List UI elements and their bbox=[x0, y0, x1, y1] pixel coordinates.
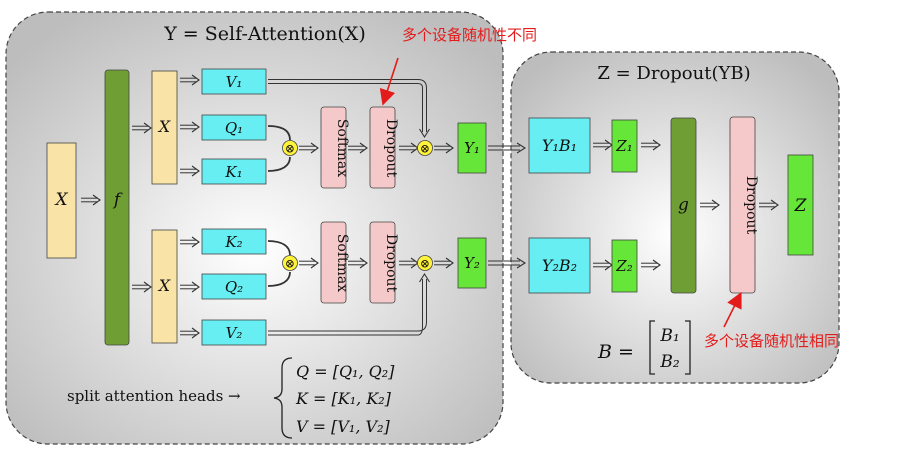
head1-dropout-label: Dropout bbox=[383, 119, 399, 178]
k2-label: K₂ bbox=[224, 233, 242, 251]
v-equation: V = [V₁, V₂] bbox=[296, 417, 390, 436]
f-label: f bbox=[112, 190, 123, 210]
q-equation: Q = [Q₁, Q₂] bbox=[296, 362, 395, 381]
z2-label: Z₂ bbox=[615, 257, 632, 275]
head2-x-box bbox=[151, 229, 178, 344]
head1-dropout-box bbox=[369, 106, 396, 189]
b2-entry: B₂ bbox=[659, 352, 679, 372]
attention-block-title: Y = Self-Attention(X) bbox=[163, 23, 366, 45]
multiply-symbol: ⊗ bbox=[420, 257, 430, 271]
q2-box bbox=[201, 273, 267, 300]
b1-entry: B₁ bbox=[659, 326, 679, 346]
final-dropout-box bbox=[729, 116, 756, 294]
y2-box bbox=[457, 237, 487, 289]
z-output-label: Z bbox=[794, 196, 808, 216]
q2-label: Q₂ bbox=[225, 278, 243, 296]
y1b1-box bbox=[528, 117, 591, 174]
annotation-different-randomness: 多个设备随机性不同 bbox=[402, 26, 537, 44]
input-x-box bbox=[46, 142, 77, 259]
multiply-node-head2-v bbox=[417, 255, 433, 271]
equations-brace bbox=[273, 357, 293, 439]
head2-x-label: X bbox=[157, 276, 171, 295]
head1-softmax-label: Softmax bbox=[334, 119, 350, 177]
g-label: g bbox=[678, 195, 689, 215]
g-box bbox=[670, 117, 697, 294]
multiply-symbol: ⊗ bbox=[285, 142, 295, 156]
y1-box bbox=[457, 122, 487, 174]
v1-label: V₁ bbox=[226, 73, 243, 91]
y2b2-label: Y₂B₂ bbox=[542, 256, 577, 275]
head2-dropout-box bbox=[369, 221, 396, 304]
k2-box bbox=[201, 228, 267, 255]
head1-x-box bbox=[151, 70, 178, 185]
multiply-symbol: ⊗ bbox=[285, 257, 295, 271]
multiply-node-head2-qk bbox=[282, 255, 298, 271]
input-x-label: X bbox=[53, 190, 68, 210]
multiply-node-head1-qk bbox=[282, 140, 298, 156]
k1-box bbox=[201, 158, 267, 185]
y1b1-label: Y₁B₁ bbox=[542, 136, 577, 155]
y2-label: Y₂ bbox=[464, 254, 480, 272]
dropout-block-title: Z = Dropout(YB) bbox=[597, 63, 750, 84]
b-equation-lhs: B = bbox=[597, 341, 634, 363]
head1-softmax-box bbox=[320, 106, 347, 189]
annotation-same-randomness: 多个设备随机性相同 bbox=[704, 332, 839, 350]
split-heads-caption: split attention heads → bbox=[67, 387, 241, 405]
q1-box bbox=[201, 114, 267, 141]
head1-x-label: X bbox=[157, 117, 171, 136]
annotation-arrow-to-head1-dropout bbox=[379, 57, 399, 106]
y1-label: Y₁ bbox=[464, 139, 480, 157]
b-matrix-left-bracket bbox=[649, 320, 655, 375]
k1-label: K₁ bbox=[224, 163, 242, 181]
z-output-box bbox=[787, 154, 814, 256]
z2-box bbox=[611, 239, 638, 293]
multiply-node-head1-v bbox=[417, 140, 433, 156]
annotation-arrow-to-final-dropout bbox=[723, 291, 742, 328]
multiply-symbol: ⊗ bbox=[420, 142, 430, 156]
head2-softmax-label: Softmax bbox=[334, 234, 350, 292]
final-dropout-label: Dropout bbox=[743, 176, 759, 235]
f-box bbox=[104, 69, 130, 346]
v1-box bbox=[201, 68, 267, 95]
head2-softmax-box bbox=[320, 221, 347, 304]
v2-box bbox=[201, 319, 267, 346]
head2-dropout-label: Dropout bbox=[383, 234, 399, 293]
z1-label: Z₁ bbox=[615, 137, 632, 155]
v2-label: V₂ bbox=[226, 324, 243, 342]
q1-label: Q₁ bbox=[225, 119, 243, 137]
z1-box bbox=[611, 119, 638, 173]
y2b2-box bbox=[528, 237, 591, 294]
b-matrix-right-bracket bbox=[685, 320, 691, 375]
k-equation: K = [K₁, K₂] bbox=[295, 389, 392, 408]
